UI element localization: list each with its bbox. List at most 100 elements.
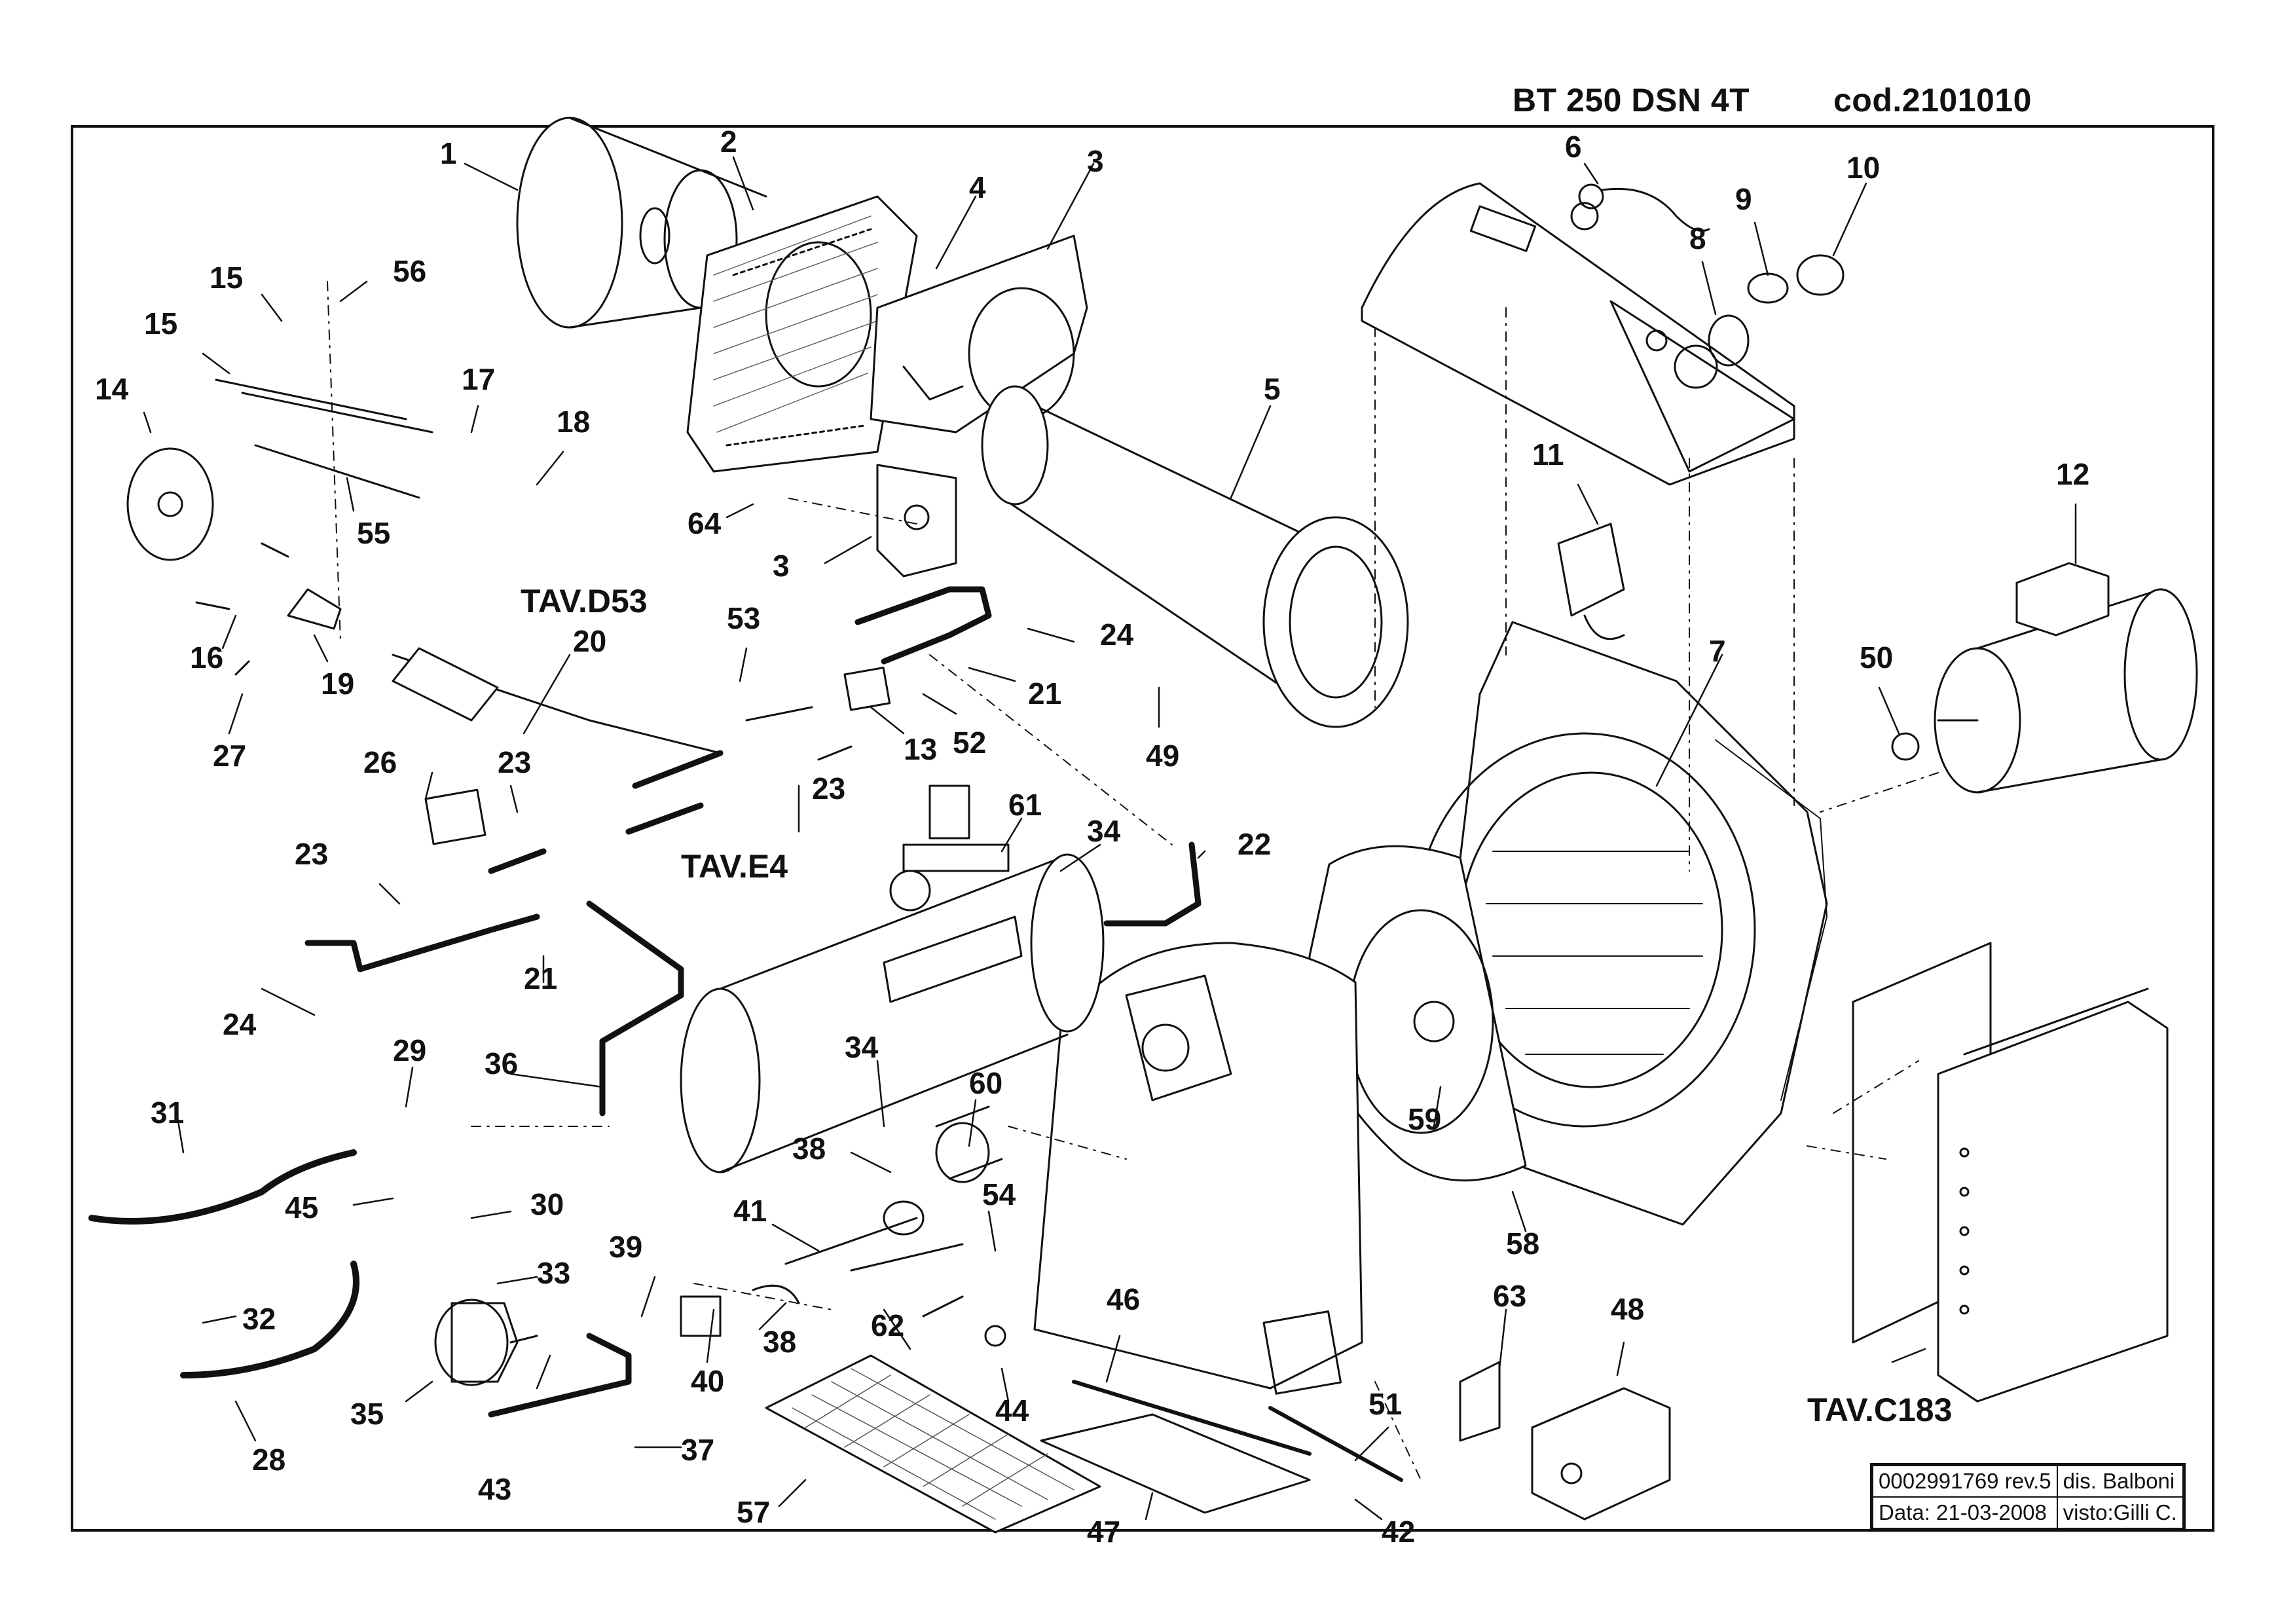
ref-tav-e4: TAV.E4 [681, 848, 788, 885]
callout-18: 18 [557, 405, 590, 439]
callout-24a: 24 [1100, 618, 1134, 652]
callout-4: 4 [969, 170, 986, 204]
drawing-date: Data: 21-03-2008 [1872, 1496, 2058, 1529]
burner-cover [1361, 182, 1795, 486]
callout-3a: 3 [1087, 144, 1104, 178]
blast-tube [981, 385, 1409, 728]
callout-19: 19 [321, 667, 354, 701]
callout-5: 5 [1264, 372, 1281, 406]
callout-3b: 3 [773, 549, 790, 583]
perforated-plate [765, 1354, 1101, 1534]
callout-39: 39 [609, 1230, 642, 1264]
burner-casing [1033, 942, 1363, 1395]
callout-60: 60 [969, 1066, 1002, 1100]
callout-23c: 23 [295, 837, 328, 871]
callout-37: 37 [681, 1433, 714, 1467]
damper-shaft [1072, 1380, 1403, 1482]
callout-44: 44 [995, 1393, 1029, 1428]
callout-6: 6 [1565, 130, 1582, 164]
callout-9: 9 [1735, 182, 1752, 216]
callout-34b: 34 [845, 1030, 879, 1064]
callout-26: 26 [363, 745, 397, 779]
model-title: BT 250 DSN 4T [1513, 82, 1750, 119]
callout-21a: 21 [1028, 676, 1061, 710]
callout-23b: 23 [812, 771, 845, 805]
callout-41: 41 [733, 1194, 767, 1228]
callout-63: 63 [1493, 1279, 1526, 1313]
callout-43: 43 [478, 1472, 511, 1506]
callout-36: 36 [485, 1046, 518, 1080]
callout-40: 40 [691, 1364, 724, 1398]
callout-15b: 15 [144, 306, 177, 341]
callout-38b: 38 [763, 1325, 796, 1359]
callout-24b: 24 [223, 1007, 257, 1041]
callout-1: 1 [440, 136, 457, 170]
mounting-flange [870, 234, 1088, 578]
callout-47: 47 [1087, 1515, 1120, 1549]
callout-32: 32 [242, 1302, 276, 1336]
callout-14: 14 [95, 372, 129, 406]
callout-23a: 23 [498, 745, 531, 779]
callout-52: 52 [953, 726, 986, 760]
callout-10: 10 [1846, 151, 1880, 185]
electrode-assembly [126, 378, 722, 754]
ignition-transformer [1557, 523, 1625, 640]
document-number: 0002991769 rev.5 [1872, 1465, 2058, 1498]
damper-plate [1040, 1413, 1311, 1514]
callout-64: 64 [688, 506, 722, 540]
ref-tav-c183: TAV.C183 [1807, 1392, 1952, 1428]
fan-motor [1891, 562, 2198, 794]
callout-45: 45 [285, 1190, 318, 1225]
servo-motor [1459, 1361, 1671, 1521]
solenoid-valves [424, 667, 891, 845]
callout-42: 42 [1382, 1515, 1415, 1549]
callout-8: 8 [1689, 221, 1706, 255]
callout-27: 27 [213, 739, 246, 773]
oil-piping [304, 586, 1202, 1418]
callout-7: 7 [1709, 634, 1726, 668]
callout-48: 48 [1611, 1292, 1644, 1326]
checked-by: visto:Gilli C. [2056, 1496, 2184, 1529]
callout-33: 33 [537, 1256, 570, 1290]
callout-28: 28 [252, 1443, 285, 1477]
callout-51: 51 [1368, 1387, 1402, 1421]
callout-34a: 34 [1087, 814, 1121, 848]
callout-61: 61 [1008, 788, 1042, 822]
callout-22: 22 [1238, 827, 1271, 861]
callout-35: 35 [350, 1397, 384, 1431]
callout-labels: 1 2 3 4 3 6 9 10 8 5 11 12 7 50 15 15 56… [95, 124, 2089, 1549]
callout-50: 50 [1860, 640, 1893, 674]
oil-hoses [88, 1149, 359, 1378]
control-box [1852, 942, 2169, 1403]
callout-55: 55 [357, 516, 390, 550]
servo-linkage [680, 1105, 1006, 1347]
callout-29: 29 [393, 1033, 426, 1067]
callout-57: 57 [737, 1495, 770, 1529]
gasket-plate [686, 195, 918, 473]
callout-49: 49 [1146, 739, 1179, 773]
assembly-lines [327, 281, 1939, 1481]
flame-sensor-parts [1570, 183, 1845, 367]
oil-preheater [680, 784, 1105, 1173]
callout-62: 62 [871, 1308, 904, 1342]
callout-56: 56 [393, 254, 426, 288]
drawing-frame [71, 125, 2214, 1532]
callout-54: 54 [982, 1177, 1016, 1211]
callout-12: 12 [2056, 457, 2089, 491]
ref-tav-d53: TAV.D53 [521, 583, 648, 619]
callout-16: 16 [190, 640, 223, 674]
leader-lines [143, 156, 2077, 1521]
callout-38a: 38 [792, 1132, 826, 1166]
drawing-code: cod.2101010 [1833, 82, 2032, 119]
callout-17: 17 [462, 362, 495, 396]
callout-58: 58 [1506, 1227, 1539, 1261]
oil-pump [434, 1299, 538, 1386]
callout-15a: 15 [210, 261, 243, 295]
callout-21b: 21 [524, 961, 557, 995]
callout-46: 46 [1107, 1282, 1140, 1316]
title-block: 0002991769 rev.5 dis. Balboni Data: 21-0… [1870, 1463, 2186, 1531]
callout-11: 11 [1532, 437, 1564, 471]
callout-31: 31 [151, 1096, 184, 1130]
drawn-by: dis. Balboni [2056, 1465, 2184, 1498]
